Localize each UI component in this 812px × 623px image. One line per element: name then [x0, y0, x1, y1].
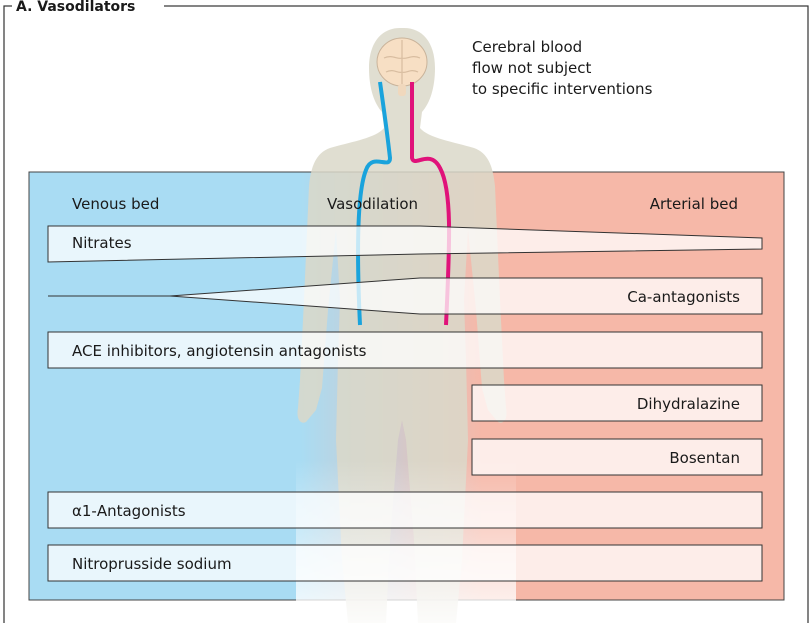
venous-bed-label: Venous bed	[72, 195, 159, 213]
arterial-bed-label: Arterial bed	[650, 195, 738, 213]
dihydralazine-label: Dihydralazine	[637, 395, 740, 413]
bosentan-label: Bosentan	[669, 449, 740, 467]
cerebral-note-line-1: Cerebral blood	[472, 38, 582, 56]
cerebral-note-line-2: flow not subject	[472, 59, 591, 77]
ace-inhibitors-label: ACE inhibitors, angiotensin antagonists	[72, 342, 367, 360]
cerebral-note-line-3: to specific interventions	[472, 80, 653, 98]
nitroprusside-label: Nitroprusside sodium	[72, 555, 232, 573]
figure-title: A. Vasodilators	[16, 0, 135, 15]
body-fade	[296, 460, 516, 623]
vasodilation-label: Vasodilation	[327, 195, 418, 213]
nitrates-label: Nitrates	[72, 234, 132, 252]
ca-antagonists-label: Ca-antagonists	[627, 288, 740, 306]
alpha1-antagonists-label: α1-Antagonists	[72, 502, 186, 520]
